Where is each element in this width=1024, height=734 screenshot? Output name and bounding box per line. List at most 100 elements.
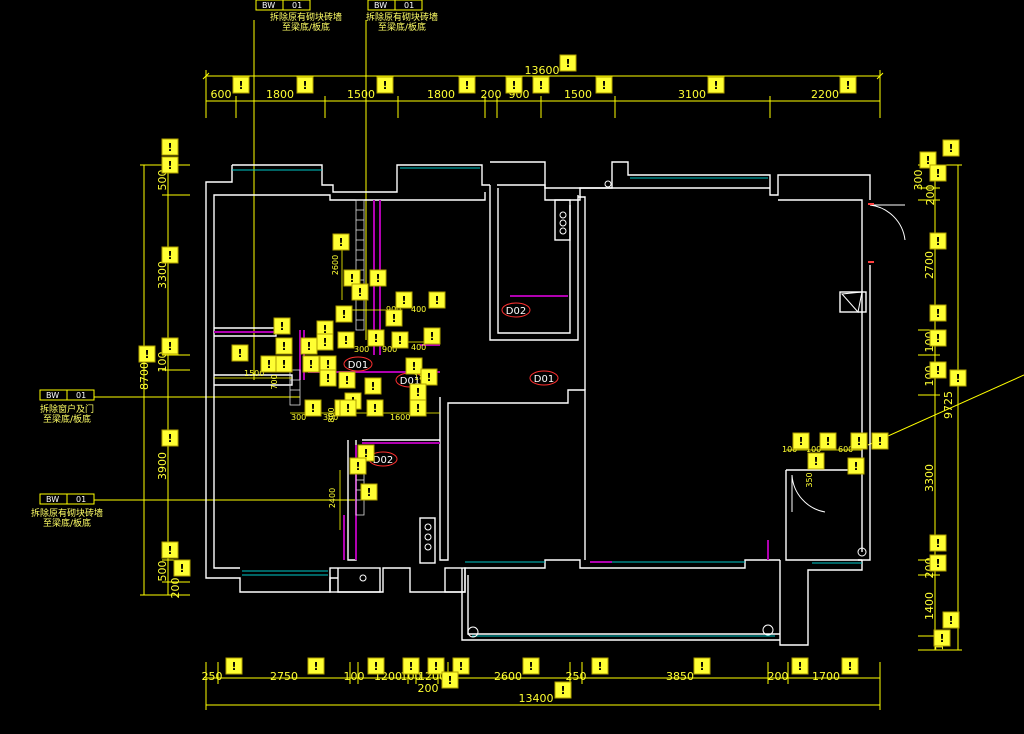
dim-inner-100b: 100 [806,445,821,454]
warning-icon: ! [707,76,725,94]
warning-icon: ! [395,291,413,309]
warning-icon: ! [367,657,385,675]
warning-icon: ! [591,657,609,675]
warning-icon: ! [275,355,293,373]
svg-text:!: ! [538,79,543,92]
callout-number: 01 [76,495,86,504]
svg-text:!: ! [167,159,172,172]
warning-icon: ! [847,457,865,475]
warning-icon: ! [441,671,459,689]
warning-icon: ! [337,331,355,349]
svg-text:!: ! [935,307,940,320]
dim-right-6: 3300 [923,464,936,492]
warning-icon: ! [839,76,857,94]
svg-text:!: ! [302,79,307,92]
warning-icon: ! [231,344,249,362]
warning-icon: ! [458,76,476,94]
warning-icon: ! [225,657,243,675]
dim-bottom-10: 3850 [666,670,694,683]
warning-icon: ! [929,304,947,322]
warning-icon: ! [364,377,382,395]
door-tag-d02-lower: D02 [373,455,393,466]
svg-text:!: ! [167,432,172,445]
dim-bottom-total: 13400 [519,692,554,705]
warning-icon: ! [300,337,318,355]
svg-text:!: ! [845,79,850,92]
inner-dimensions: 2600 900 400 400 300 900 300 1500 700 30… [214,240,862,530]
dim-bottom-9: 250 [566,670,587,683]
warning-icon: ! [929,329,947,347]
door-tag-d01-right: D01 [534,374,554,385]
svg-text:!: ! [935,537,940,550]
warning-icon: ! [409,383,427,401]
callout-text-line2: 至梁底/板底 [43,517,91,529]
left-dimension-chain: 8700 500 3300 100 3900 500 200 [138,164,190,599]
callout-top-2: BW 01 拆除原有砌块砖墙 至梁底/板底 [366,0,438,33]
svg-text:!: ! [349,272,354,285]
svg-text:!: ! [847,660,852,673]
dim-left-1: 500 [156,170,169,191]
svg-text:!: ! [372,402,377,415]
svg-text:!: ! [948,614,953,627]
warning-icon: ! [338,371,356,389]
warning-icon: ! [427,657,445,675]
dim-top-7: 1500 [564,88,592,101]
svg-text:!: ! [601,79,606,92]
dim-bottom-3: 100 [344,670,365,683]
warning-icon: ! [138,345,156,363]
warning-icon: ! [161,541,179,559]
dim-left-5: 500 [156,561,169,582]
dim-top-8: 3100 [678,88,706,101]
warning-icon: ! [505,76,523,94]
svg-text:!: ! [363,447,368,460]
svg-text:!: ! [325,372,330,385]
warning-icon: ! [929,554,947,572]
callout-text-line2: 至梁底/板底 [282,21,330,33]
dim-inner-300c: 300 [291,413,306,422]
dim-top-4: 1800 [427,88,455,101]
svg-text:!: ! [281,358,286,371]
svg-text:!: ! [797,660,802,673]
bottom-dimension-chain: 250 2750 100 1200 100 1200 200 2600 250 … [202,662,881,710]
dim-left-4: 3900 [156,452,169,480]
dim-top-3: 1500 [347,88,375,101]
warning-icon: ! [791,657,809,675]
warning-icon: ! [232,76,250,94]
svg-text:!: ! [373,332,378,345]
callout-left-2: BW 01 拆除原有砌块砖墙 至梁底/板底 [31,493,103,529]
svg-text:!: ! [560,684,565,697]
svg-text:!: ! [266,358,271,371]
top-dimension-chain: 13600 600 1800 1500 1800 200 900 1500 31… [202,64,884,118]
svg-text:!: ! [167,340,172,353]
dim-bottom-11: 200 [768,670,789,683]
warning-icon: ! [807,452,825,470]
warning-icon: ! [302,355,320,373]
warning-icon: ! [360,483,378,501]
svg-text:!: ! [355,460,360,473]
dim-inner-800: 800 [327,407,336,422]
callout-text-line1: 拆除原有砌块砖墙 [366,11,438,23]
svg-text:!: ! [447,674,452,687]
warning-icon: ! [391,331,409,349]
warning-icon: ! [452,657,470,675]
dim-bottom-12: 1700 [812,670,840,683]
warning-icon: ! [319,369,337,387]
callout-code: BW [262,1,275,10]
svg-text:!: ! [935,364,940,377]
svg-text:!: ! [375,272,380,285]
warning-icon: ! [693,657,711,675]
warning-icon: ! [949,369,967,387]
warning-icon: ! [366,399,384,417]
svg-text:!: ! [429,330,434,343]
warning-icon: ! [402,657,420,675]
warning-icon: ! [296,76,314,94]
dim-inner-100a: 100 [782,445,797,454]
svg-text:!: ! [167,249,172,262]
svg-text:!: ! [144,348,149,361]
svg-text:!: ! [322,336,327,349]
dim-bottom-7: 200 [418,682,439,695]
svg-text:!: ! [935,235,940,248]
svg-text:!: ! [231,660,236,673]
warning-icon: ! [850,432,868,450]
